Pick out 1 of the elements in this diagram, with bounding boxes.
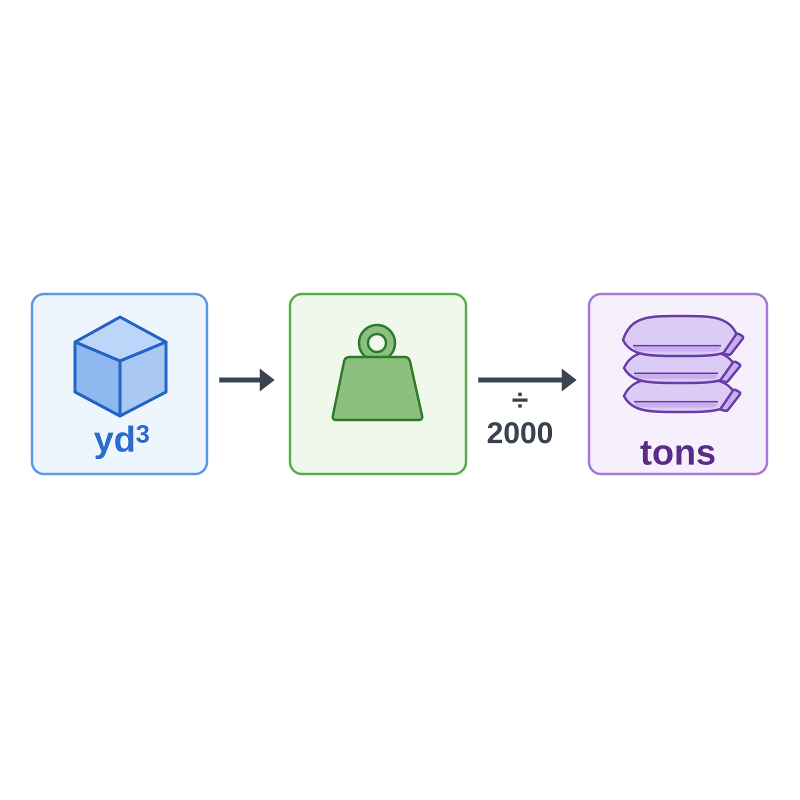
edge-label: ÷ 2000 <box>483 392 557 444</box>
